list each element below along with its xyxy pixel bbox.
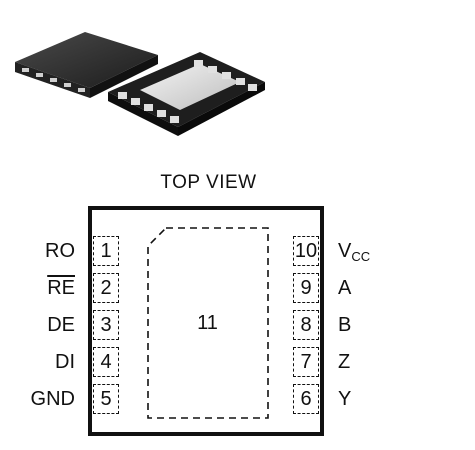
signal-y: Y xyxy=(338,388,352,410)
pin-7: 7 xyxy=(293,347,319,377)
pin-3: 3 xyxy=(93,310,119,340)
chip-top-side-image xyxy=(15,32,158,98)
signal-a: A xyxy=(338,277,352,299)
signal-re: RE xyxy=(0,277,75,300)
pin-8: 8 xyxy=(293,310,319,340)
package-photo xyxy=(15,32,265,136)
pin-5: 5 xyxy=(93,384,119,414)
pin-10: 10 xyxy=(293,236,319,266)
signal-b: B xyxy=(338,314,352,336)
signal-vcc-subscript: CC xyxy=(351,249,371,264)
pin-1: 1 xyxy=(93,236,119,266)
signal-gnd: GND xyxy=(30,388,75,410)
signal-vcc: VCC xyxy=(338,240,370,264)
chip-bottom-side-image xyxy=(108,52,265,136)
signal-z: Z xyxy=(338,351,351,373)
signal-re-text: RE xyxy=(47,277,75,299)
package-outline xyxy=(88,206,324,436)
pin-4: 4 xyxy=(93,347,119,377)
exposed-pad xyxy=(147,227,269,419)
signal-de: DE xyxy=(47,314,75,336)
signal-vcc-text: V xyxy=(338,240,352,262)
signal-di: DI xyxy=(55,351,75,373)
signal-ro: RO xyxy=(45,240,75,262)
pin-9: 9 xyxy=(293,273,319,303)
diagram-title: TOP VIEW xyxy=(160,172,257,193)
exposed-pad-number: 11 xyxy=(197,312,218,334)
pin-2: 2 xyxy=(93,273,119,303)
pin-6: 6 xyxy=(293,384,319,414)
